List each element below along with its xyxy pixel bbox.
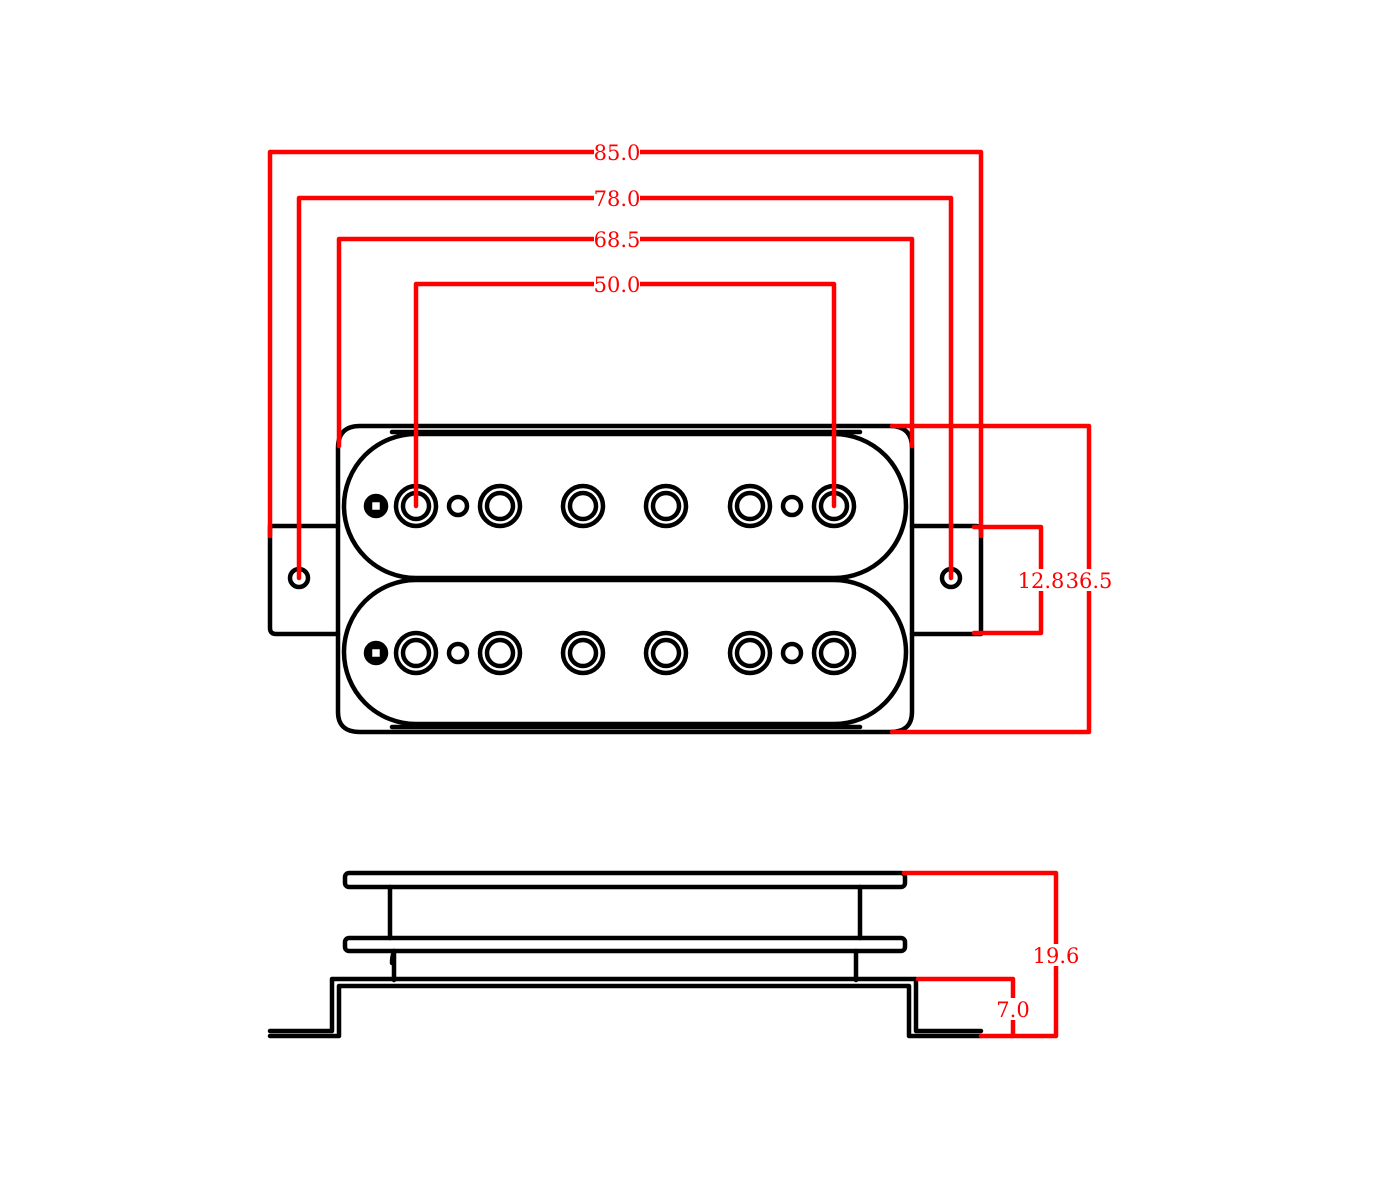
- lower-small-screw-1: [446, 641, 470, 665]
- upper-pole-4: [643, 483, 689, 529]
- dim-12-label: 12.8: [1018, 569, 1065, 593]
- upper-square-screw: [367, 497, 385, 515]
- lower-pole-3: [560, 630, 606, 676]
- dim-50-line: [413, 281, 837, 509]
- upper-pole-5: [727, 483, 773, 529]
- upper-small-screw-1: [446, 494, 470, 518]
- dim-50-label: 50.0: [594, 273, 641, 297]
- dim-78-line: [296, 195, 954, 581]
- dim-78-label: 78.0: [594, 187, 641, 211]
- lower-pole-5: [727, 630, 773, 676]
- side-base-plate: [267, 976, 984, 1039]
- dimension-lines: [267, 149, 1092, 1039]
- upper-small-screw-2: [780, 494, 804, 518]
- dim-68-label: 68.5: [594, 228, 641, 252]
- dim-68-line: [336, 236, 915, 449]
- lower-square-screw: [367, 644, 385, 662]
- lower-small-screw-2: [780, 641, 804, 665]
- upper-pole-3: [560, 483, 606, 529]
- side-view: [267, 870, 984, 1039]
- side-lower-coil: [389, 948, 859, 983]
- dim-36-label: 36.5: [1066, 569, 1113, 593]
- side-middle-plate: [342, 935, 908, 954]
- lower-pole-4: [643, 630, 689, 676]
- lower-square-screw-ring: [363, 640, 389, 666]
- dim-85-label: 85.0: [594, 141, 641, 165]
- dim-7-label: 7.0: [996, 998, 1029, 1022]
- lower-pole-6: [811, 630, 857, 676]
- dimension-labels: 85.0 78.0 68.5 50.0 12.8 36.5 19.6 7.0: [594, 141, 1113, 1022]
- lower-pole-1: [393, 630, 439, 676]
- side-top-plate: [342, 870, 908, 890]
- top-view: [267, 423, 984, 735]
- upper-pole-2: [477, 483, 523, 529]
- upper-square-screw-ring: [363, 493, 389, 519]
- lower-bobbin: [341, 577, 909, 727]
- dim-19-label: 19.6: [1033, 944, 1080, 968]
- lower-pole-2: [477, 630, 523, 676]
